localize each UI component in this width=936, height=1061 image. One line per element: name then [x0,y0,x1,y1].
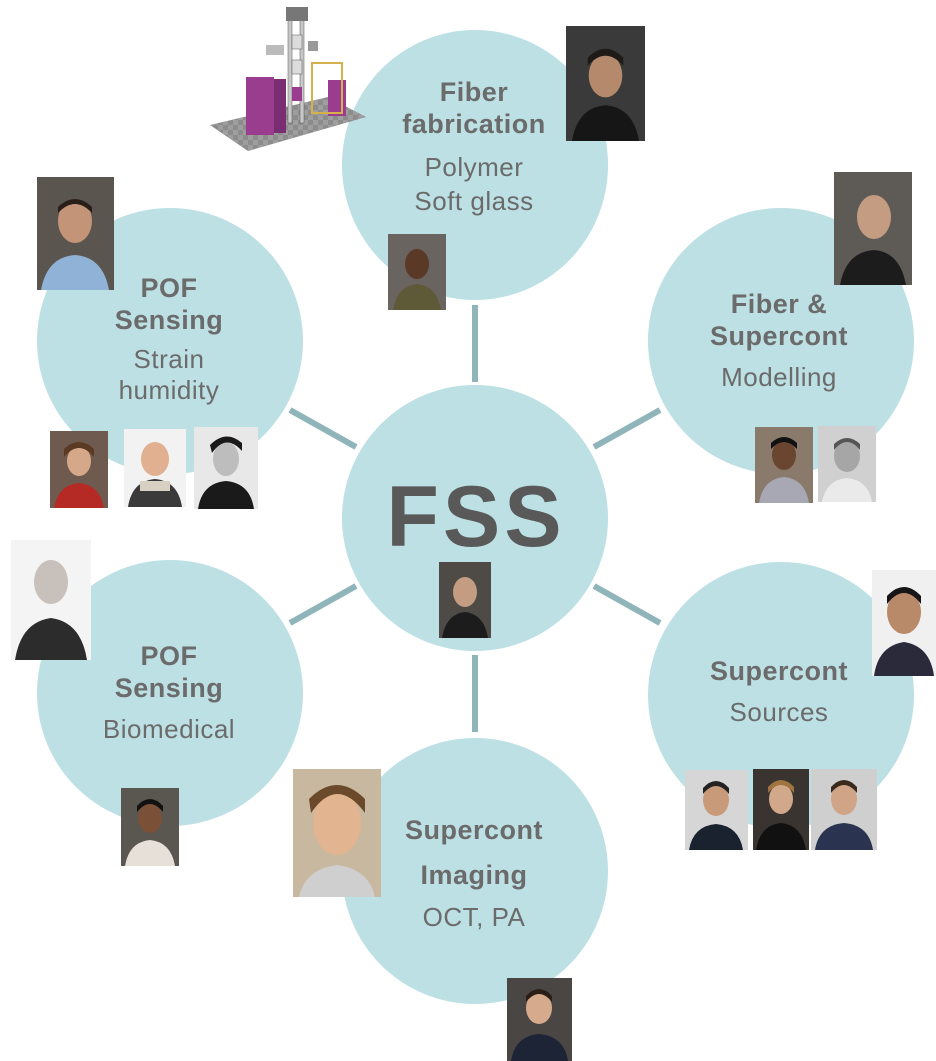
person-photo [121,788,179,866]
subtitle-line: OCT, PA [422,902,526,932]
title-line: Supercont [404,815,544,845]
title-line: POF [140,641,198,671]
node-label-fiber-fabrication: Fiber fabrication Polymer Soft glass [402,76,546,218]
person-photo [124,429,186,507]
node-label-supercont-imaging: Supercont Imaging OCT, PA [405,808,543,934]
title-line: Fiber & [730,289,828,319]
title-line: Supercont [709,321,849,351]
fiber-draw-tower-image [210,7,366,151]
node-subtitle: Biomedical [103,712,235,746]
title-line: Fiber [439,77,509,107]
title-line: Sensing [114,305,224,335]
node-title: Supercont [710,655,848,687]
title-line: Imaging [420,860,528,890]
person-photo [37,177,114,290]
person-photo [818,426,876,502]
node-subtitle: Modelling [710,360,848,394]
node-subtitle: Strain humidity [115,344,224,406]
node-circle-bottom [342,738,608,1004]
connector-upper-left [288,407,358,450]
node-title: POF Sensing [103,640,235,704]
person-photo [811,769,877,850]
node-label-supercont-sources: Supercont Sources [710,655,848,729]
person-photo [566,26,645,141]
person-photo [293,769,381,897]
subtitle-line: Polymer [424,152,524,182]
connector-upper-right [592,407,662,450]
title-line: fabrication [402,109,546,139]
subtitle-line: Soft glass [414,186,534,216]
subtitle-line: Strain [133,344,205,374]
node-label-pof-strain: POF Sensing Strain humidity [115,272,224,406]
subtitle-line: humidity [118,375,220,405]
person-photo [834,172,912,285]
person-photo [388,234,446,310]
title-line: Supercont [709,656,849,686]
subtitle-line: Sources [729,697,829,727]
person-photo [685,770,748,850]
node-label-pof-biomedical: POF Sensing Biomedical [103,640,235,746]
connector-lower-right [592,583,662,626]
node-title: Fiber fabrication [402,76,546,140]
node-title: Supercont Imaging [405,808,543,898]
person-photo [507,978,572,1061]
subtitle-line: Biomedical [102,714,236,744]
node-subtitle: Sources [710,695,848,729]
person-photo [194,427,258,509]
node-subtitle: Polymer Soft glass [402,150,546,218]
person-photo [753,769,809,850]
node-title: POF Sensing [115,272,224,336]
connector-lower-left [288,583,358,626]
node-circle-top [342,30,608,300]
person-photo [872,570,936,676]
person-photo [11,540,91,660]
center-label: FSS [386,469,566,565]
node-subtitle: OCT, PA [405,900,543,934]
node-title: Fiber & Supercont [710,288,848,352]
person-photo [755,427,813,503]
person-photo [439,562,491,638]
node-label-fiber-supercont: Fiber & Supercont Modelling [710,288,848,394]
subtitle-line: Modelling [721,362,837,392]
person-photo [50,431,108,508]
title-line: POF [140,273,198,303]
title-line: Sensing [114,673,224,703]
